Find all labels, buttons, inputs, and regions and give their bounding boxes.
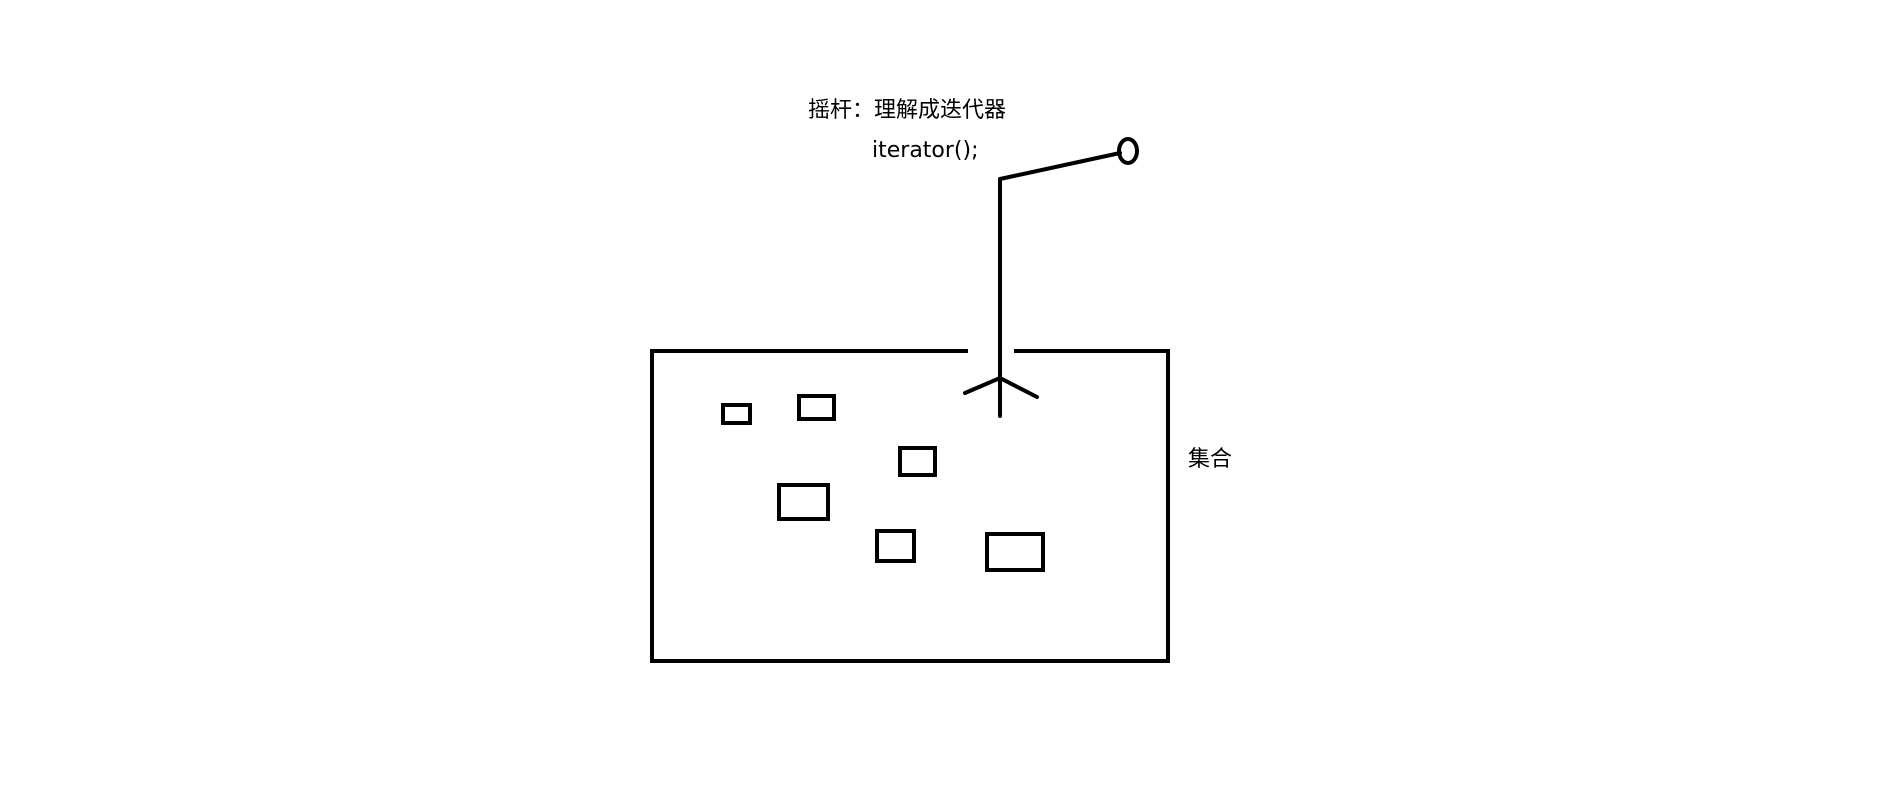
joystick-handle-arm <box>998 151 1122 181</box>
collection-label: 集合 <box>1188 447 1232 472</box>
collection-box <box>650 349 1170 663</box>
element-6 <box>985 532 1045 572</box>
element-4 <box>777 483 830 521</box>
element-3 <box>898 446 937 477</box>
collection-box-left-part <box>650 349 1170 663</box>
joystick-label: 摇杆：理解成迭代器 <box>808 98 1006 123</box>
element-1 <box>721 403 752 425</box>
joystick-claw-left <box>963 376 1002 395</box>
joystick <box>963 137 1139 418</box>
joystick-claw-right <box>998 376 1039 399</box>
element-5 <box>875 529 916 563</box>
element-2 <box>797 394 836 421</box>
collection-elements <box>721 394 1045 572</box>
joystick-knob <box>1117 137 1139 165</box>
iterator-method-label: iterator(); <box>872 138 979 163</box>
